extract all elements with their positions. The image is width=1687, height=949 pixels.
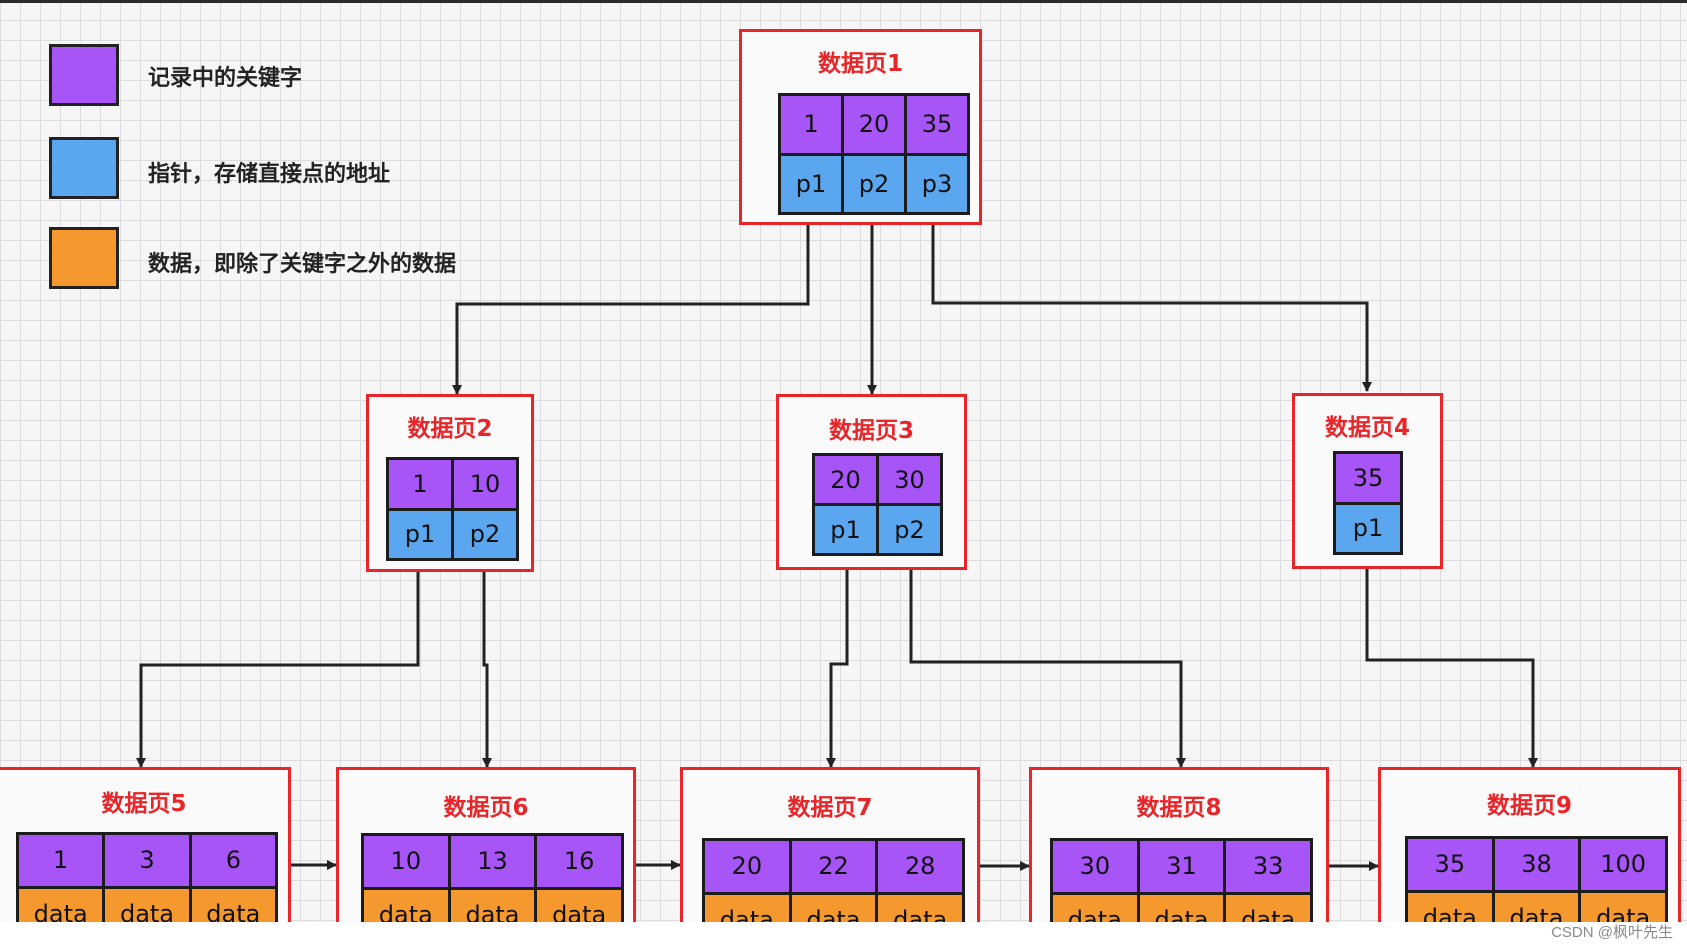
data-page-4: 数据页4 35 p1 — [1292, 393, 1443, 569]
key-cell: 28 — [878, 841, 962, 892]
data-page-3: 数据页3 20 30 p1 p2 — [776, 394, 967, 570]
page-title: 数据页6 — [443, 795, 529, 821]
data-page-6: 数据页6 10 13 16 data data data — [336, 767, 636, 943]
bottom-strip — [0, 922, 1687, 949]
pointer-cell: p3 — [907, 155, 967, 212]
key-cell: 10 — [364, 836, 448, 887]
pointer-cell: p1 — [781, 155, 841, 212]
key-cell: 33 — [1226, 841, 1310, 892]
page-title: 数据页2 — [407, 416, 493, 442]
watermark: CSDN @枫叶先生 — [1551, 924, 1673, 941]
page-title: 数据页7 — [787, 795, 873, 821]
page-title: 数据页9 — [1486, 793, 1572, 819]
key-cell: 35 — [907, 96, 967, 153]
edge-p3-to-p8 — [909, 559, 1186, 768]
pointer-cell: p1 — [389, 510, 451, 558]
page-title: 数据页1 — [817, 51, 903, 77]
key-cell: 1 — [781, 96, 841, 153]
edge-p2-to-p6 — [482, 562, 492, 768]
key-cell: 22 — [791, 841, 876, 892]
key-cell: 30 — [879, 456, 940, 503]
key-cell: 16 — [537, 836, 621, 887]
data-page-9: 数据页9 35 38 100 data data data — [1378, 767, 1681, 946]
data-page-5: 数据页5 1 3 6 data data data — [0, 767, 291, 942]
key-cell: 30 — [1053, 841, 1137, 892]
pointer-cell: p1 — [1336, 504, 1400, 552]
key-cell: 20 — [705, 841, 789, 892]
key-cell: 6 — [191, 835, 275, 886]
key-cell: 100 — [1581, 839, 1665, 890]
pointer-cell: p2 — [844, 155, 904, 212]
key-cell: 1 — [19, 835, 103, 886]
key-cell: 35 — [1408, 839, 1492, 890]
legend-label-data: 数据，即除了关键字之外的数据 — [148, 252, 457, 277]
data-page-2: 数据页2 1 10 p1 p2 — [366, 394, 534, 572]
key-cell: 31 — [1139, 841, 1224, 892]
data-page-1: 数据页1 1 20 35 p1 p2 p3 — [739, 29, 982, 225]
key-cell: 10 — [454, 460, 516, 508]
key-cell: 35 — [1336, 454, 1400, 502]
page-title: 数据页4 — [1324, 415, 1410, 441]
edge-p4-to-p9 — [1365, 555, 1538, 768]
pointer-cell: p1 — [815, 506, 876, 553]
page-title: 数据页3 — [828, 418, 914, 444]
edge-p2-to-p5 — [136, 562, 420, 768]
legend-swatch-data — [49, 227, 119, 289]
data-page-8: 数据页8 30 31 33 data data data — [1029, 767, 1329, 948]
key-cell: 3 — [105, 835, 189, 886]
key-cell: 20 — [815, 456, 876, 503]
legend-label-key: 记录中的关键字 — [148, 66, 303, 91]
legend-swatch-key — [49, 44, 119, 106]
key-cell: 13 — [450, 836, 535, 887]
edge-p1-to-p2 — [452, 213, 810, 395]
key-cell: 38 — [1494, 839, 1579, 890]
pointer-cell: p2 — [879, 506, 940, 553]
edge-p3-to-p4 — [931, 213, 1372, 392]
page-title: 数据页5 — [101, 791, 187, 817]
legend-label-pointer: 指针，存储直接点的地址 — [148, 162, 391, 187]
top-border — [0, 0, 1687, 3]
pointer-cell: p2 — [454, 510, 516, 558]
key-cell: 1 — [389, 460, 451, 508]
legend-swatch-pointer — [49, 137, 119, 199]
edge-p3-to-p7 — [826, 559, 849, 768]
key-cell: 20 — [844, 96, 904, 153]
data-page-7: 数据页7 20 22 28 data data data — [680, 767, 980, 948]
page-title: 数据页8 — [1136, 795, 1222, 821]
